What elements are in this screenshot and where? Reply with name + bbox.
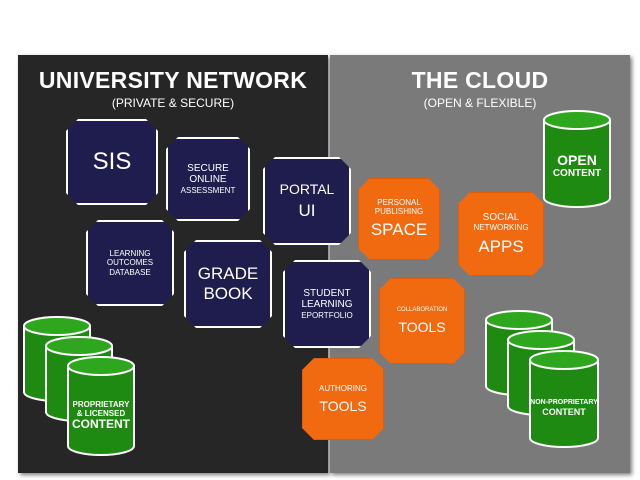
nonproprietary-label-2: CONTENT <box>542 406 586 417</box>
portal-label-2: UI <box>298 201 316 221</box>
authoring-tools-box: AUTHORING TOOLS <box>302 358 384 440</box>
social-label-1: SOCIAL <box>482 211 520 223</box>
social-label-3: APPS <box>478 236 524 256</box>
collaboration-tools-box: COLLABORATION TOOLS <box>379 278 465 364</box>
nonproprietary-content-label: NON-PROPRIETARY CONTENT <box>528 386 600 430</box>
nonproprietary-content-database <box>529 350 599 448</box>
cloud-subtitle: (OPEN & FLEXIBLE) <box>423 96 537 110</box>
portal-ui-box: PORTAL UI <box>263 157 351 245</box>
outcomes-label-3: DATABASE <box>109 267 151 277</box>
eportfolio-label-1: STUDENT <box>303 287 351 299</box>
sis-box: SIS <box>66 119 158 205</box>
outcomes-label-2: OUTCOMES <box>106 258 154 268</box>
grade-label-1: GRADE <box>197 264 259 284</box>
publishing-label-3: SPACE <box>370 220 428 240</box>
open-content-database <box>543 110 611 208</box>
sis-label: SIS <box>92 148 132 176</box>
social-label-2: NETWORKING <box>473 223 529 233</box>
grade-book-box: GRADE BOOK <box>184 240 272 328</box>
eportfolio-label-2: LEARNING <box>301 299 353 311</box>
proprietary-label-1: PROPRIETARY <box>72 399 130 409</box>
eportfolio-label-3: EPORTFOLIO <box>301 310 353 320</box>
open-content-label: OPEN CONTENT <box>542 142 612 190</box>
open-label-1: OPEN <box>557 152 597 169</box>
collab-label-1: COLLABORATION <box>396 306 448 313</box>
cloud-title: THE CLOUD <box>411 67 549 93</box>
proprietary-label-3: CONTENT <box>72 417 130 432</box>
authoring-label-2: TOOLS <box>319 397 367 414</box>
portal-label-1: PORTAL <box>279 181 335 198</box>
personal-publishing-space-box: PERSONAL PUBLISHING SPACE <box>358 178 440 260</box>
authoring-label-1: AUTHORING <box>319 384 367 394</box>
secure-label-3: ASSESSMENT <box>180 185 236 195</box>
social-networking-apps-box: SOCIAL NETWORKING APPS <box>458 192 544 276</box>
proprietary-content-database <box>67 356 135 456</box>
university-network-title: UNIVERSITY NETWORK <box>38 67 308 93</box>
proprietary-content-label: PROPRIETARY & LICENSED CONTENT <box>66 388 136 444</box>
outcomes-label-1: LEARNING <box>109 249 151 259</box>
grade-label-2: BOOK <box>203 284 253 303</box>
publishing-label-2: PUBLISHING <box>374 207 424 217</box>
student-learning-eportfolio-box: STUDENT LEARNING EPORTFOLIO <box>283 260 371 348</box>
learning-outcomes-database-box: LEARNING OUTCOMES DATABASE <box>86 220 174 306</box>
secure-label-2: ONLINE <box>189 174 227 186</box>
open-label-2: CONTENT <box>552 168 602 180</box>
publishing-label-1: PERSONAL <box>377 198 421 208</box>
secure-label-1: SECURE <box>187 162 229 174</box>
proprietary-label-2: & LICENSED <box>76 409 126 419</box>
collab-label-2: TOOLS <box>398 319 446 336</box>
secure-online-assessment-box: SECURE ONLINE ASSESSMENT <box>166 137 250 221</box>
nonproprietary-label-1: NON-PROPRIETARY <box>530 398 598 406</box>
university-network-subtitle: (PRIVATE & SECURE) <box>111 96 235 110</box>
